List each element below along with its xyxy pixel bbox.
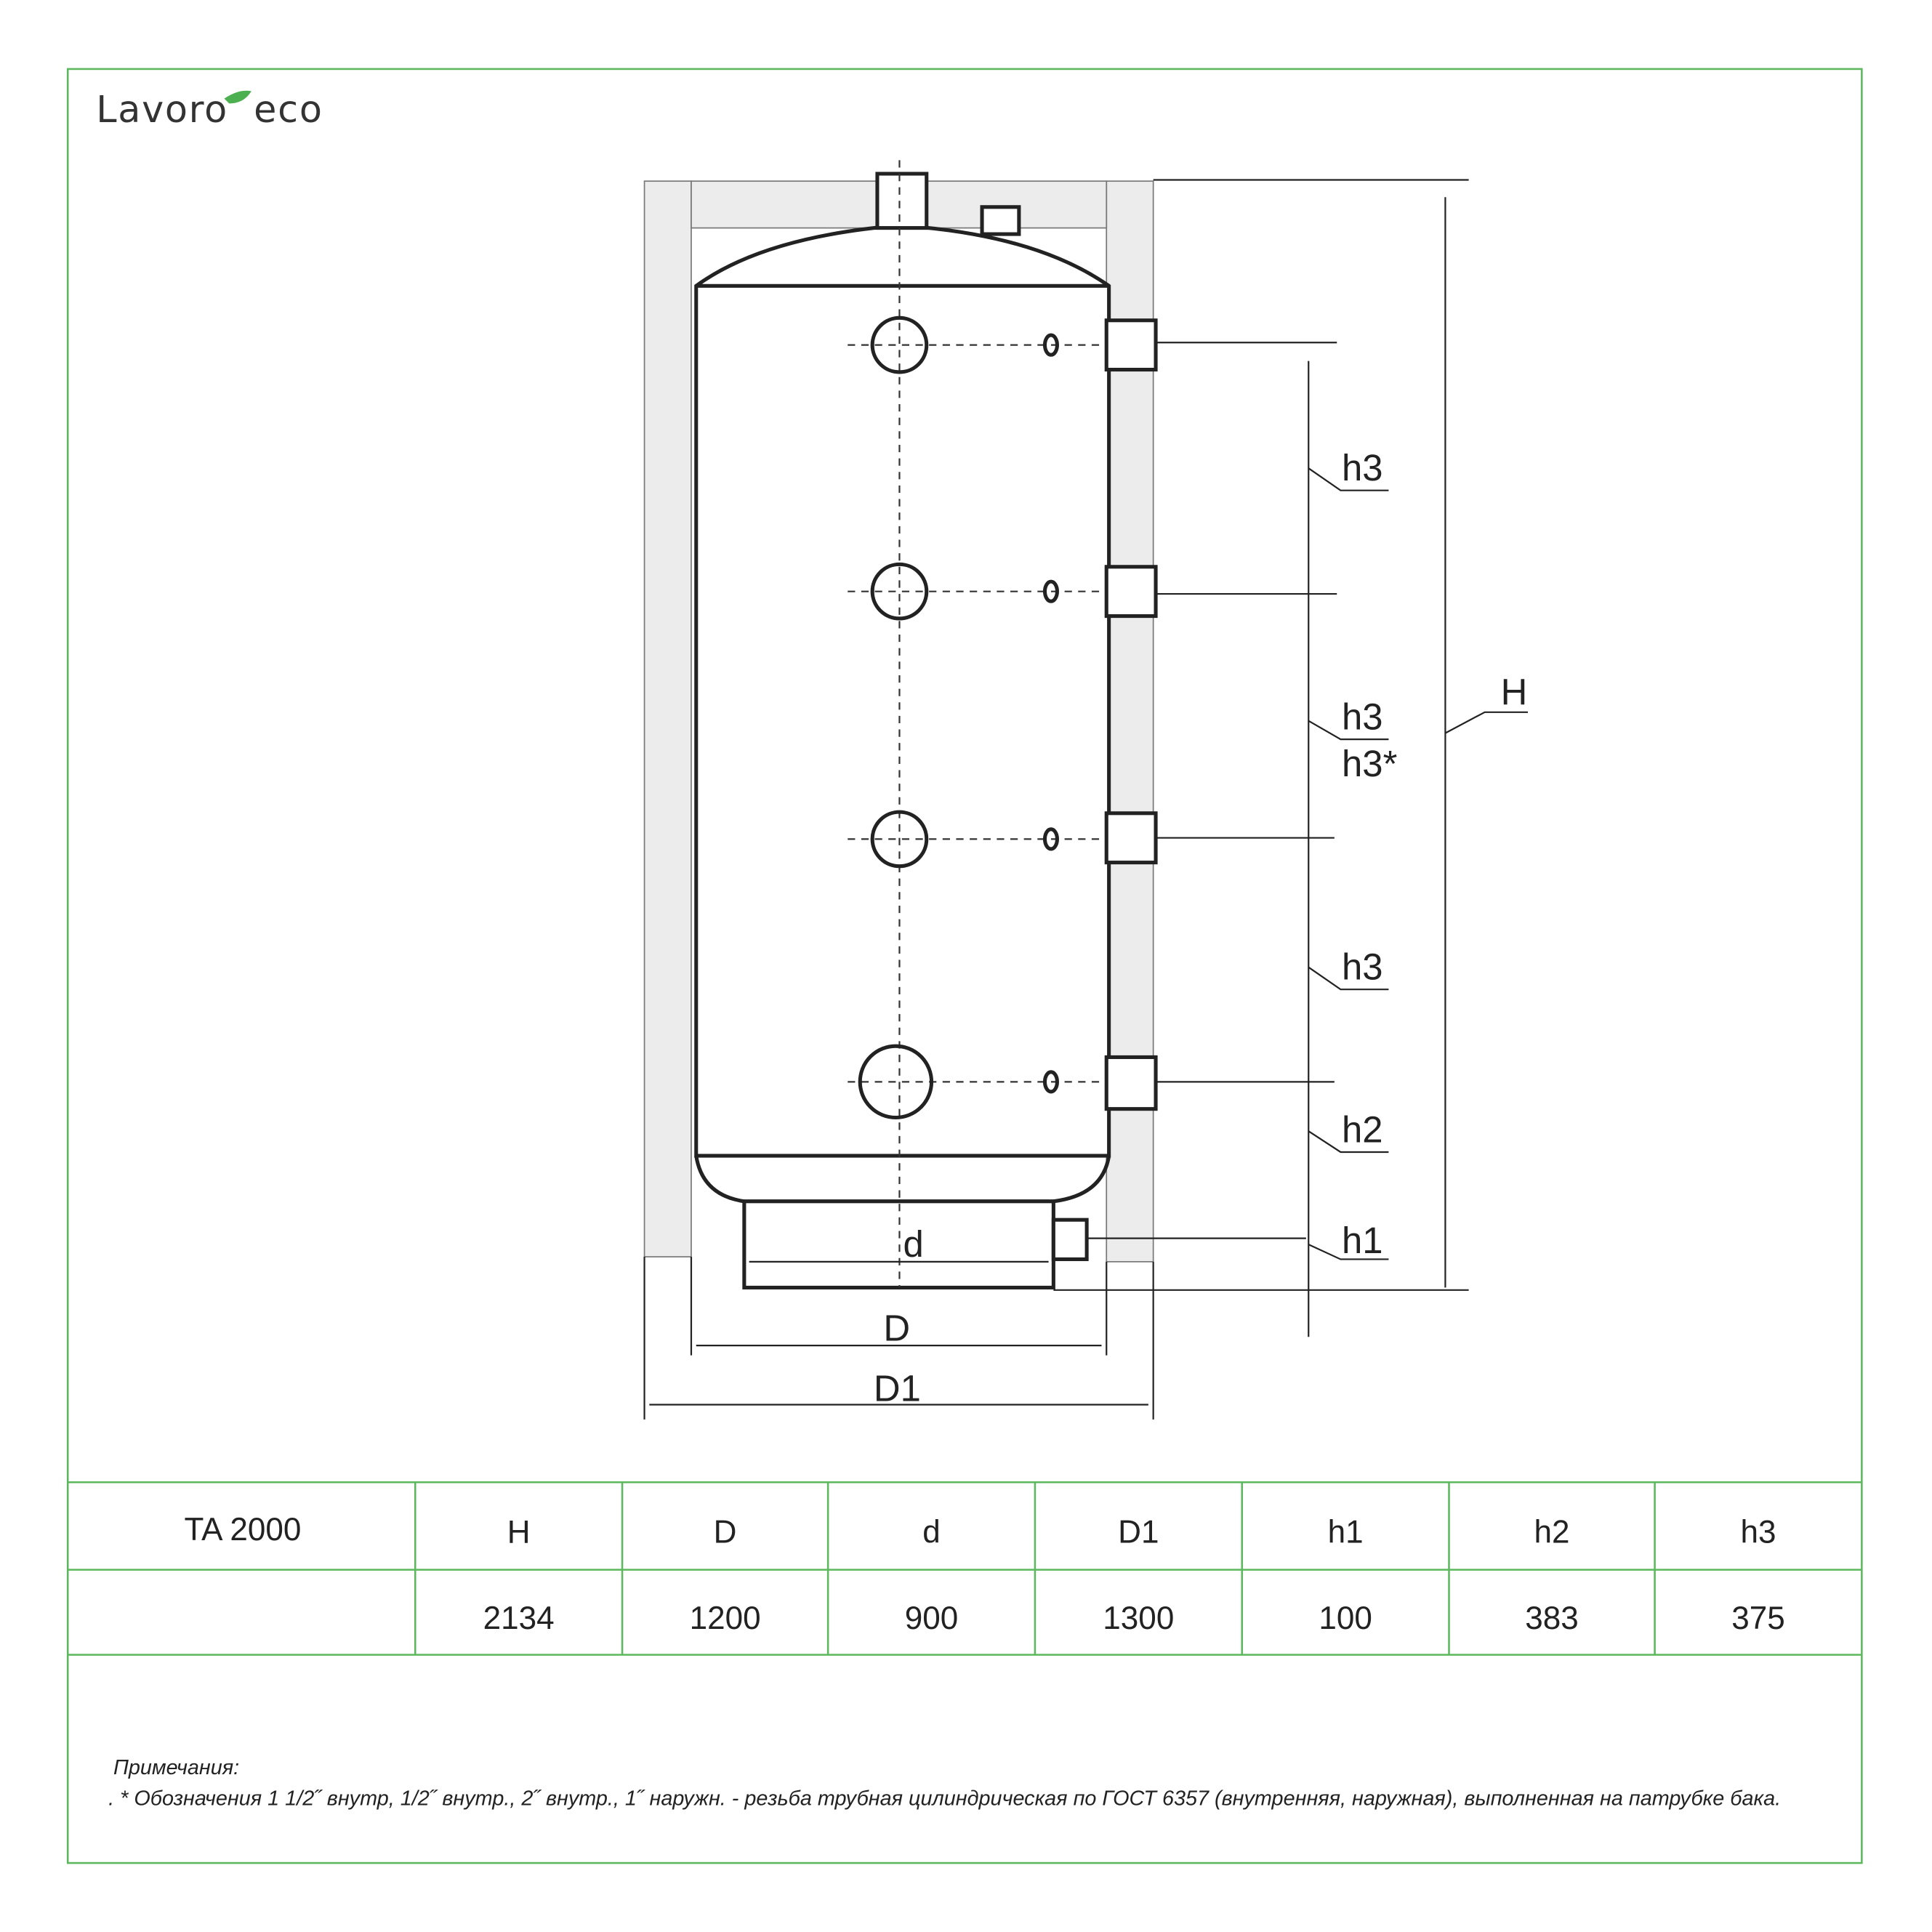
label-H: H xyxy=(1501,672,1528,713)
left-support-post xyxy=(643,180,692,1257)
table-cell: 375 xyxy=(1731,1601,1785,1636)
side-ports xyxy=(848,315,1158,1120)
label-h3: h3 xyxy=(1342,447,1383,488)
table-header: D xyxy=(714,1514,737,1550)
table-cell: 100 xyxy=(1319,1601,1372,1636)
logo: Lavoro eco xyxy=(96,88,323,131)
bottom-dome xyxy=(694,1155,1111,1204)
table-header: h1 xyxy=(1328,1514,1364,1550)
table-cell: 2134 xyxy=(483,1601,555,1636)
dimension-lines xyxy=(643,179,1528,1420)
label-h3: h3 xyxy=(1342,946,1383,988)
logo-text-eco: eco xyxy=(254,88,323,131)
table-cell: 1200 xyxy=(690,1601,761,1636)
label-h1: h1 xyxy=(1342,1220,1383,1261)
label-h2: h2 xyxy=(1342,1108,1383,1150)
table-cell: 900 xyxy=(905,1601,959,1636)
label-d: d xyxy=(903,1223,924,1265)
label-h3: h3 xyxy=(1342,696,1383,738)
table-cell: 1300 xyxy=(1103,1601,1174,1636)
drain-nozzle xyxy=(1051,1217,1089,1261)
dimensions-table: TA 2000 H 2134 D 1200 d 900 D1 1300 h1 100 h2 383 h3… xyxy=(68,1481,1862,1656)
logo-text: Lavoro xyxy=(96,88,228,131)
top-nozzle xyxy=(875,172,929,230)
label-D: D xyxy=(883,1307,910,1348)
table-header: H xyxy=(507,1514,531,1550)
table-header: D1 xyxy=(1118,1514,1159,1550)
model-name: TA 2000 xyxy=(185,1512,302,1547)
table-header: h2 xyxy=(1534,1514,1570,1550)
notes-text: . * Обозначения 1 1/2˝ внутр, 1/2˝ внутр… xyxy=(108,1787,1781,1810)
notes-title: Примечания: xyxy=(113,1756,239,1779)
tank-body xyxy=(694,223,1111,1158)
tank-drawing: H h3 h3 h3* h3 h2 h1 d D D1 xyxy=(643,160,1528,1420)
leaf-icon xyxy=(224,90,251,104)
table-header: h3 xyxy=(1740,1514,1776,1550)
table-header: d xyxy=(922,1514,941,1550)
table-cell: 383 xyxy=(1525,1601,1579,1636)
label-D1: D1 xyxy=(874,1367,921,1409)
page-frame xyxy=(66,68,1863,1864)
label-h3-star: h3* xyxy=(1342,743,1397,784)
top-small-nozzle xyxy=(980,205,1021,236)
